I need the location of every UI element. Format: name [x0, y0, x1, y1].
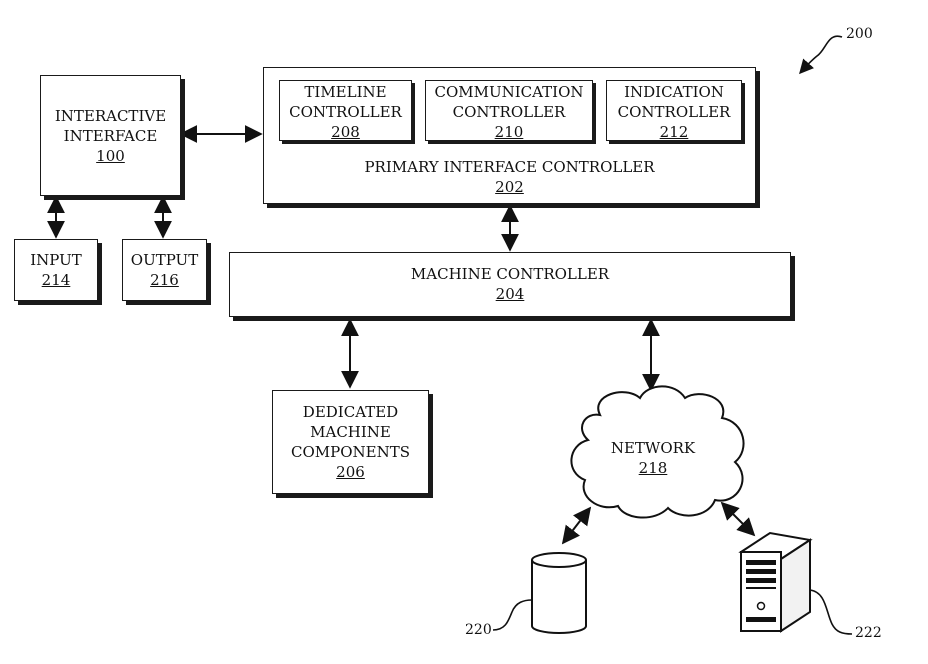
- dedicated-machine-components-box: [272, 390, 429, 494]
- primary-interface-controller-label: PRIMARY INTERFACE CONTROLLER 202: [263, 157, 756, 197]
- figure-ref-label: 200: [846, 26, 873, 42]
- network-cloud-shape: [570, 385, 745, 519]
- machine-controller-label: MACHINE CONTROLLER 204: [229, 264, 791, 304]
- communication-controller-box: [425, 80, 593, 141]
- timeline-controller-box: [279, 80, 412, 141]
- network-ref: 218: [638, 459, 668, 477]
- interactive-interface-label: INTERACTIVE INTERFACE 100: [40, 106, 181, 166]
- machine-controller-box: [229, 252, 791, 317]
- indication-controller-ref: 212: [659, 123, 689, 141]
- dedicated-machine-components-title-line1: DEDICATED: [302, 403, 399, 421]
- indication-controller-label: INDICATION CONTROLLER 212: [606, 82, 742, 142]
- machine-controller-title: MACHINE CONTROLLER: [410, 265, 610, 283]
- dedicated-machine-components-title-line3: COMPONENTS: [290, 443, 410, 461]
- database-icon: [531, 552, 587, 634]
- input-ref: 214: [41, 271, 71, 289]
- arrow-network-server: [720, 501, 756, 537]
- output-box: [122, 239, 207, 301]
- dedicated-machine-components-title-line2: MACHINE: [310, 423, 391, 441]
- communication-controller-title-line1: COMMUNICATION: [434, 83, 584, 101]
- timeline-controller-label: TIMELINE CONTROLLER 208: [279, 82, 412, 142]
- timeline-controller-title-line2: CONTROLLER: [289, 103, 402, 121]
- indication-controller-title-line2: CONTROLLER: [617, 103, 731, 121]
- output-title: OUTPUT: [130, 251, 199, 269]
- communication-controller-title-line2: CONTROLLER: [452, 103, 566, 121]
- communication-controller-label: COMMUNICATION CONTROLLER 210: [425, 82, 593, 142]
- database-ref-label: 220: [465, 622, 492, 638]
- server-icon: [738, 531, 813, 633]
- timeline-controller-title-line1: TIMELINE: [304, 83, 387, 101]
- interactive-interface-title-line2: INTERFACE: [63, 127, 158, 145]
- input-box: [14, 239, 98, 301]
- timeline-controller-ref: 208: [331, 123, 360, 141]
- dedicated-machine-components-label: DEDICATED MACHINE COMPONENTS 206: [272, 402, 429, 482]
- interactive-interface-title-line1: INTERACTIVE: [54, 107, 167, 125]
- interactive-interface-box: [40, 75, 181, 196]
- server-ref-label: 222: [855, 625, 882, 641]
- arrow-network-database: [561, 506, 592, 545]
- input-title: INPUT: [30, 251, 82, 269]
- primary-interface-controller-ref: 202: [495, 178, 524, 196]
- output-label: OUTPUT 216: [122, 250, 207, 290]
- dedicated-machine-components-ref: 206: [336, 463, 365, 481]
- primary-interface-controller-title: PRIMARY INTERFACE CONTROLLER: [364, 158, 655, 176]
- server-ref-leader: [809, 589, 853, 635]
- interactive-interface-ref: 100: [96, 147, 125, 165]
- network-title: NETWORK: [610, 439, 696, 457]
- output-ref: 216: [150, 271, 179, 289]
- figure-ref-leader: [799, 35, 843, 75]
- machine-controller-ref: 204: [495, 285, 525, 303]
- indication-controller-title-line1: INDICATION: [624, 83, 724, 101]
- input-label: INPUT 214: [14, 250, 98, 290]
- database-ref-leader: [492, 599, 533, 631]
- communication-controller-ref: 210: [494, 123, 524, 141]
- indication-controller-box: [606, 80, 742, 141]
- network-label: NETWORK 218: [593, 438, 713, 478]
